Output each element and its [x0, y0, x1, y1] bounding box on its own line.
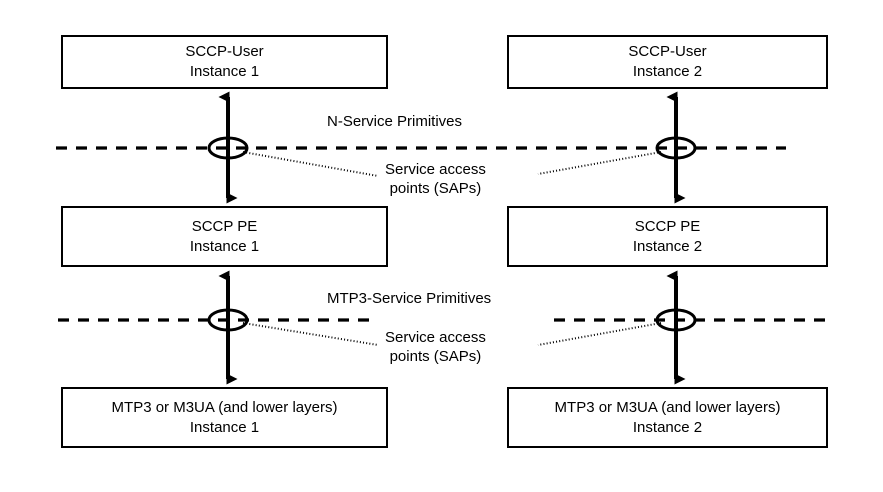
label-sap-lower: Service access points (SAPs)	[385, 328, 486, 366]
node-sccp-user-2: SCCP-User Instance 2	[507, 35, 828, 89]
label-sap-lower-line2: points (SAPs)	[389, 348, 482, 365]
node-mtp3-1: MTP3 or M3UA (and lower layers) Instance…	[61, 387, 388, 448]
node-sccp-pe-2-line2: Instance 2	[632, 237, 703, 255]
node-sccp-user-2-line1: SCCP-User	[628, 43, 707, 60]
node-sccp-pe-1-line1: SCCP PE	[191, 217, 258, 235]
node-sccp-pe-2-line1: SCCP PE	[634, 217, 701, 235]
label-sap-upper: Service access points (SAPs)	[385, 160, 486, 198]
node-mtp3-1-line1: MTP3 or M3UA (and lower layers)	[111, 398, 338, 416]
node-sccp-user-2-line2: Instance 2	[632, 63, 703, 80]
label-sap-upper-line2: points (SAPs)	[389, 180, 482, 197]
node-sccp-pe-1-line2: Instance 1	[189, 237, 260, 255]
node-mtp3-2-line1: MTP3 or M3UA (and lower layers)	[554, 398, 781, 416]
leader-lower-left	[242, 322, 379, 346]
node-sccp-user-1-line1: SCCP-User	[185, 43, 264, 60]
node-mtp3-2: MTP3 or M3UA (and lower layers) Instance…	[507, 387, 828, 448]
label-n-service-primitives: N-Service Primitives	[327, 113, 463, 130]
label-sap-upper-line1: Service access	[385, 161, 486, 178]
node-mtp3-1-line2: Instance 1	[189, 418, 260, 436]
node-sccp-pe-2: SCCP PE Instance 2	[507, 206, 828, 267]
node-sccp-user-1: SCCP-User Instance 1	[61, 35, 388, 89]
node-sccp-user-1-line2: Instance 1	[189, 63, 260, 80]
leader-upper-left	[242, 151, 379, 177]
node-sccp-pe-1: SCCP PE Instance 1	[61, 206, 388, 267]
node-mtp3-2-line2: Instance 2	[632, 418, 703, 436]
label-mtp3-service-primitives: MTP3-Service Primitives	[327, 290, 492, 307]
label-sap-lower-line1: Service access	[385, 329, 486, 346]
